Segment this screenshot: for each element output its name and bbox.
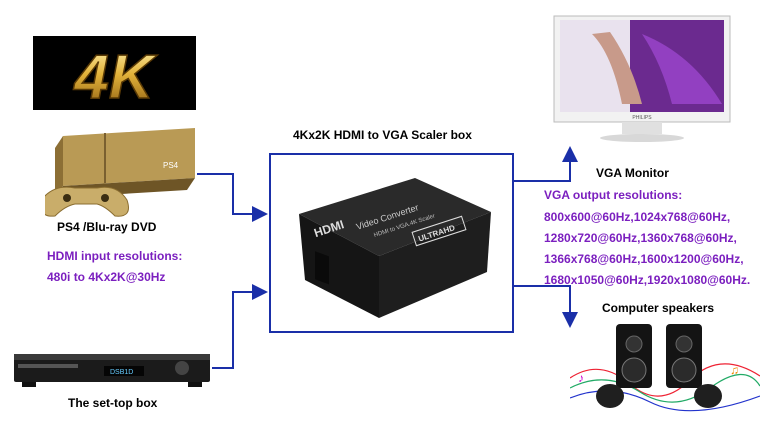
console-brand-text: PS4 xyxy=(163,161,179,170)
svg-text:♫: ♫ xyxy=(730,363,739,377)
speakers-label: Computer speakers xyxy=(602,301,715,315)
ps4-console-image: PS4 xyxy=(41,118,205,218)
4k-badge: 4K xyxy=(33,36,196,113)
vga-output-line: 1680x1050@60Hz,1920x1080@60Hz. xyxy=(544,273,751,287)
ps4-to-scaler-line xyxy=(197,173,268,222)
scaler-device-image: HDMI Video Converter HDMI to VGA.4K Scal… xyxy=(295,172,495,322)
vga-output-line: 1366x768@60Hz,1600x1200@60Hz, xyxy=(544,252,744,266)
ps4-label: PS4 /Blu-ray DVD xyxy=(57,220,157,234)
speakers-image: ♪ ♫ xyxy=(569,318,761,416)
svg-text:♪: ♪ xyxy=(578,371,584,385)
vga-monitor-image: PHILIPS xyxy=(552,14,732,144)
hdmi-input-title: HDMI input resolutions: xyxy=(47,249,183,263)
vga-output-line: 1280x720@60Hz,1360x768@60Hz, xyxy=(544,231,737,245)
monitor-label: VGA Monitor xyxy=(596,166,669,180)
vga-output-line: 800x600@60Hz,1024x768@60Hz, xyxy=(544,210,731,224)
vga-output-list: 800x600@60Hz,1024x768@60Hz, 1280x720@60H… xyxy=(544,207,750,291)
hdmi-input-value: 480i to 4Kx2K@30Hz xyxy=(47,270,166,284)
4k-badge-text: 4K xyxy=(72,43,157,110)
monitor-brand-text: PHILIPS xyxy=(632,115,652,121)
scaler-box-frame xyxy=(269,153,514,333)
player-display-text: DSB1D xyxy=(110,369,133,376)
settop-to-scaler-line xyxy=(212,284,268,369)
scaler-title: 4Kx2K HDMI to VGA Scaler box xyxy=(293,128,472,142)
scaler-to-speakers-line xyxy=(513,285,578,328)
scaler-to-monitor-line xyxy=(513,146,578,182)
settop-label: The set-top box xyxy=(68,396,158,410)
settop-box-image: DSB1D xyxy=(12,352,212,390)
vga-output-title: VGA output resolutions: xyxy=(544,188,683,202)
